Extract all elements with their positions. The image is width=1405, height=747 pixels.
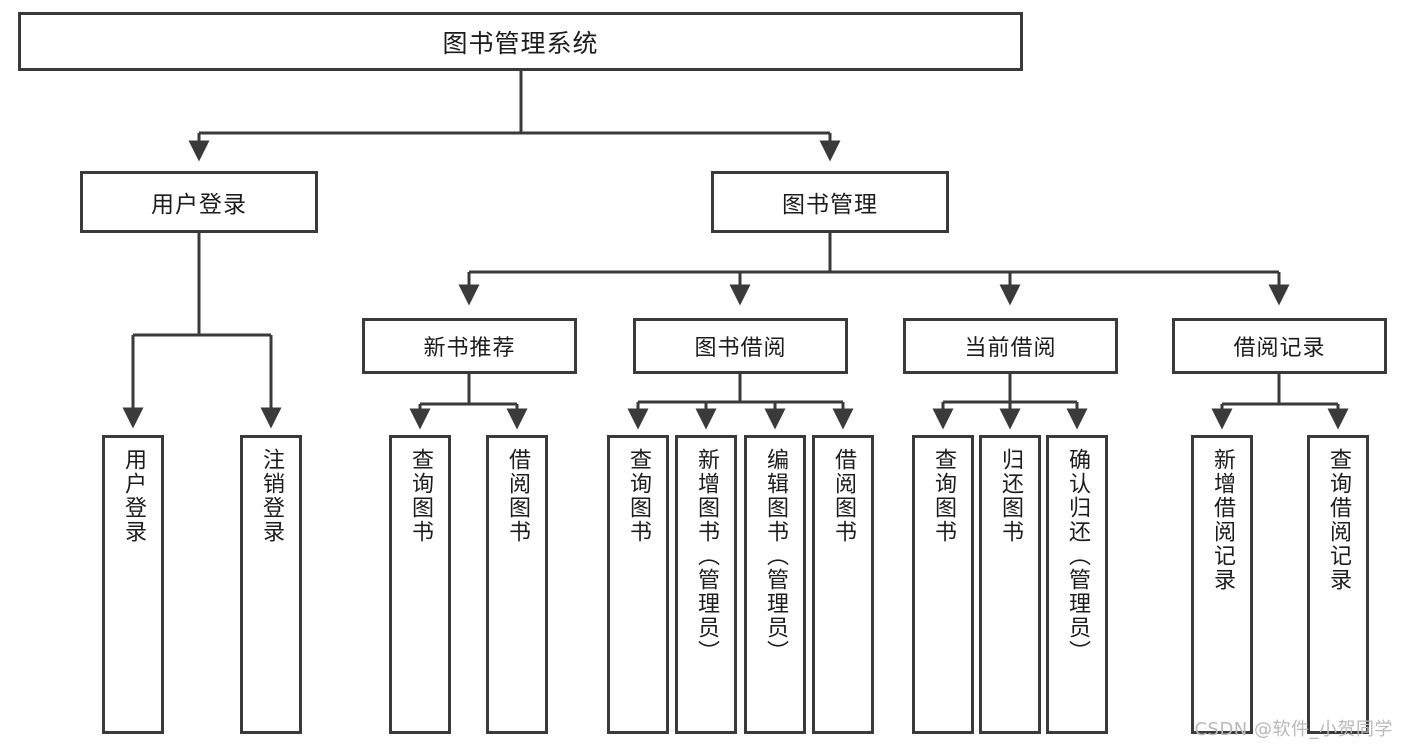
leaf-label: 新增图书（管理员） [693, 448, 719, 664]
leaf-label: 查询图书 [930, 448, 956, 544]
node-new-book-recommend[interactable]: 新书推荐 [362, 318, 577, 374]
leaf-current-confirm-return-admin[interactable]: 确认归还（管理员） [1046, 435, 1108, 734]
node-book-borrow[interactable]: 图书借阅 [633, 318, 848, 374]
leaf-current-query-book[interactable]: 查询图书 [912, 435, 974, 734]
node-user-login[interactable]: 用户登录 [80, 171, 318, 233]
leaf-label: 借阅图书 [830, 448, 856, 544]
node-current-borrow[interactable]: 当前借阅 [903, 318, 1118, 374]
leaf-label: 借阅图书 [504, 448, 530, 544]
leaf-label: 编辑图书（管理员） [762, 448, 788, 664]
leaf-record-add-record[interactable]: 新增借阅记录 [1191, 435, 1253, 734]
leaf-label: 查询图书 [407, 448, 433, 544]
leaf-label: 归还图书 [997, 448, 1023, 544]
node-borrow-record[interactable]: 借阅记录 [1172, 318, 1387, 374]
leaf-label: 用户登录 [120, 448, 146, 544]
node-root-system[interactable]: 图书管理系统 [18, 12, 1023, 71]
leaf-current-return-book[interactable]: 归还图书 [979, 435, 1041, 734]
csdn-watermark: CSDN @软件_小贺同学 [1194, 719, 1393, 740]
leaf-record-query-record[interactable]: 查询借阅记录 [1307, 435, 1369, 734]
leaf-borrow-query-book[interactable]: 查询图书 [607, 435, 669, 734]
leaf-borrow-edit-book-admin[interactable]: 编辑图书（管理员） [744, 435, 806, 734]
leaf-user-login-signout[interactable]: 注销登录 [240, 435, 302, 734]
leaf-borrow-borrow-book[interactable]: 借阅图书 [812, 435, 874, 734]
leaf-borrow-add-book-admin[interactable]: 新增图书（管理员） [675, 435, 737, 734]
node-book-management[interactable]: 图书管理 [711, 171, 949, 233]
leaf-label: 查询图书 [625, 448, 651, 544]
leaf-recommend-query-book[interactable]: 查询图书 [389, 435, 451, 734]
leaf-user-login-signin[interactable]: 用户登录 [102, 435, 164, 734]
leaf-label: 确认归还（管理员） [1064, 448, 1090, 664]
leaf-label: 注销登录 [258, 448, 284, 544]
leaf-label: 查询借阅记录 [1325, 448, 1351, 592]
leaf-label: 新增借阅记录 [1209, 448, 1235, 592]
leaf-recommend-borrow-book[interactable]: 借阅图书 [486, 435, 548, 734]
